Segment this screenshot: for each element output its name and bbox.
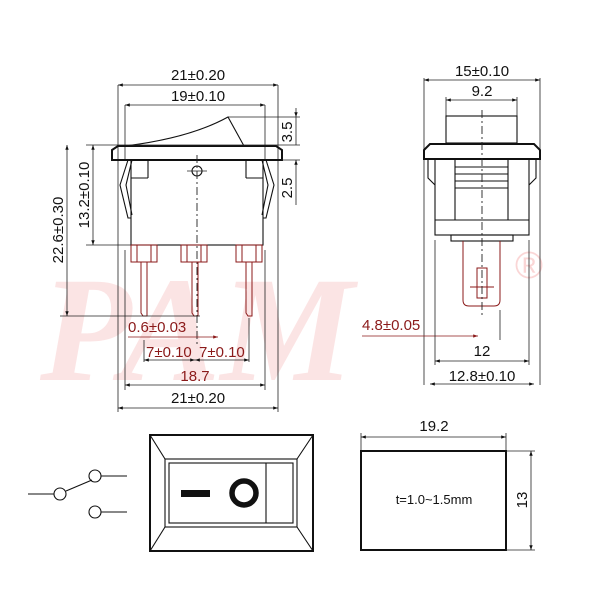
dim-front-width-inner: 19±0.10 (171, 88, 225, 105)
dim-flange-gap: 2.5 (279, 178, 296, 199)
dim-front-width-bottom: 21±0.20 (171, 390, 225, 407)
on-symbol-icon (229, 478, 259, 508)
dim-front-width-outer: 21±0.20 (171, 67, 225, 84)
dim-total-height: 22.6±0.30 (50, 197, 67, 264)
dim-side-bottom-width: 12.8±0.10 (449, 368, 516, 385)
rocker-front-face (149, 434, 314, 552)
dim-body-height: 13.2±0.10 (76, 162, 93, 229)
dim-terminal-width: 4.8±0.05 (362, 317, 420, 334)
dim-rocker-width: 9.2 (472, 83, 493, 100)
dim-pitch-right: 7±0.10 (199, 344, 245, 361)
watermark: PAM ® (39, 245, 543, 413)
dim-cutout-height: 13 (514, 492, 531, 509)
dim-terminal-span: 18.7 (180, 368, 209, 385)
watermark-text: PAM (39, 247, 359, 413)
dim-terminal-thickness: 0.6±0.03 (128, 319, 186, 336)
switch-schematic (28, 469, 127, 519)
front-view: 21±0.20 19±0.10 3.5 2.5 (50, 67, 300, 412)
dim-rocker-height: 3.5 (279, 122, 296, 143)
dim-pitch-left: 7±0.10 (146, 344, 192, 361)
panel-thickness-note: t=1.0~1.5mm (396, 492, 473, 507)
dim-cutout-width: 19.2 (419, 418, 448, 435)
dim-side-body-width: 12 (474, 343, 491, 360)
side-view: 15±0.10 9.2 4.8±0.05 (362, 63, 541, 386)
panel-cutout: 19.2 13 t=1.0~1.5mm (360, 418, 535, 551)
off-symbol-icon (181, 490, 210, 497)
dim-side-width-outer: 15±0.10 (455, 63, 509, 80)
